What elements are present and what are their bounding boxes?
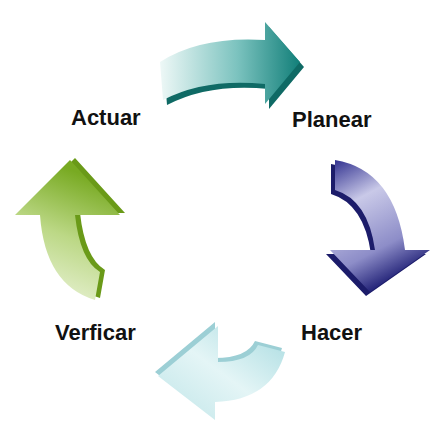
stage-label: Hacer xyxy=(301,320,362,346)
cycle-arrow xyxy=(330,160,430,292)
cycle-arrow xyxy=(158,326,285,420)
stage-label: Verficar xyxy=(55,320,136,346)
stage-label: Actuar xyxy=(71,105,141,131)
cycle-arrow xyxy=(160,22,300,104)
stage-label: Planear xyxy=(292,107,372,133)
cycle-arrow xyxy=(15,160,120,300)
